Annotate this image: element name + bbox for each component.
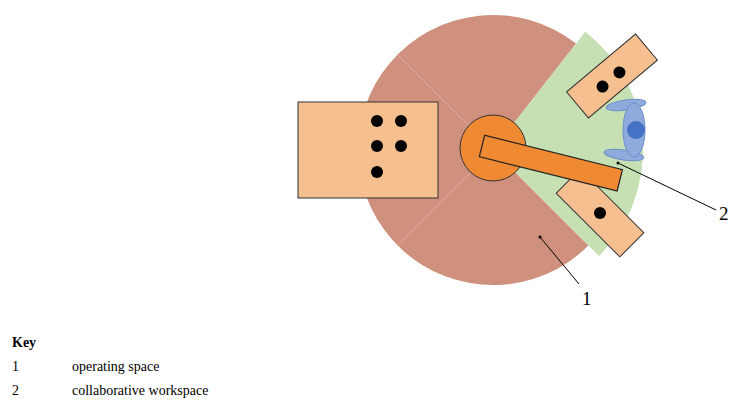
callout-number: 2: [719, 204, 729, 225]
robot-arm: [479, 135, 622, 191]
work-table: [567, 34, 658, 118]
key-text: operating space: [72, 359, 159, 374]
work-table: [298, 102, 438, 198]
callout-number: 1: [582, 289, 592, 310]
human-operator: [603, 97, 646, 162]
key-number: 2: [12, 383, 19, 398]
key-text: collaborative workspace: [72, 383, 208, 398]
key-number: 1: [12, 359, 19, 374]
leader-line: [618, 163, 716, 210]
key-heading: Key: [12, 335, 36, 350]
leader-line: [540, 237, 579, 284]
